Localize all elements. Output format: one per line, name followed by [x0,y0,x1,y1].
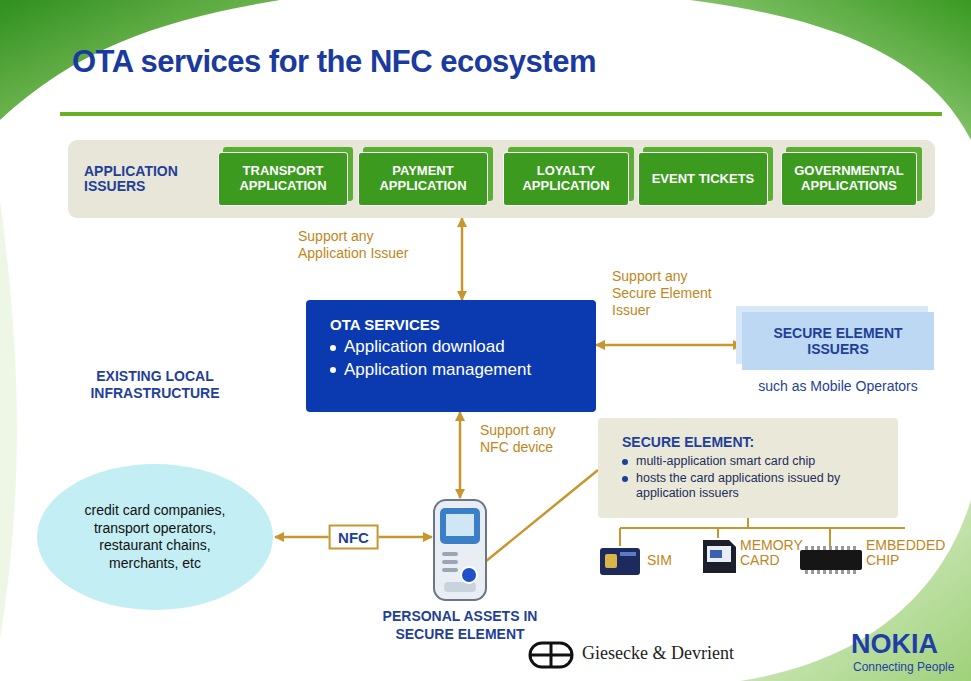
memory-card-icon [703,540,736,573]
chip-label: EMBEDDED CHIP [866,538,962,569]
corner-swoosh [690,0,971,140]
edge-label: Support any Application Issuer [298,228,438,262]
embedded-chip-icon [800,546,862,574]
secure-element-dot [461,567,477,583]
box-heading: SECURE ELEMENT ISSUERS [752,325,924,357]
application-box: GOVERNMENTAL APPLICATIONS [781,152,917,206]
box-caption: such as Mobile Operators [742,378,934,394]
edge-label: NFC [328,525,379,550]
connector [596,344,742,347]
connector [459,412,462,498]
company-name: Giesecke & Devrient [582,644,752,664]
bullet-dot [622,476,628,482]
sim-icon [600,548,640,575]
box-heading: OTA SERVICES [330,316,572,334]
application-name: TRANSPORT APPLICATION [225,164,341,193]
application-name: GOVERNMENTAL APPLICATIONS [788,164,910,193]
application-name: EVENT TICKETS [652,172,755,187]
bullet-text: Application download [344,337,505,358]
secure-element-box: SECURE ELEMENT: multi-application smart c… [598,418,898,518]
company-slogan: Connecting People [853,661,963,674]
phone-figure: PERSONAL ASSETS IN SECURE ELEMENT [370,498,550,643]
bullet-text: multi-application smart card chip [636,454,815,469]
ellipse-heading: EXISTING LOCAL INFRASTRUCTURE [70,368,240,402]
edge-label: Support any Secure Element Issuer [612,268,732,318]
connector [469,470,598,575]
chip-label: MEMORY CARD [740,538,802,569]
infrastructure-ellipse: EXISTING LOCAL INFRASTRUCTURE credit card… [30,368,280,618]
company-logo: NOKIA [851,630,961,660]
application-name: LOYALTY APPLICATION [510,164,622,193]
slide-title: OTA services for the NFC ecosystem [72,44,596,80]
chip-label: SIM [647,553,687,568]
box-heading: SECURE ELEMENT: [622,434,874,451]
gd-logo-mark [530,643,572,667]
issuer-band: APPLICATION ISSUERS TRANSPORT APPLICATION… [68,140,935,218]
application-name: PAYMENT APPLICATION [365,164,481,193]
connector [461,218,464,300]
bullet-text: hosts the card applications issued by ap… [636,471,874,502]
issuer-stack: SECURE ELEMENT ISSUERS [742,312,934,370]
bullet-dot [622,459,628,465]
title-rule [60,112,942,116]
issuer-box: SECURE ELEMENT ISSUERS such as Mobile Ope… [742,312,934,394]
bullet-dot [330,367,336,373]
edge-label: Support any NFC device [480,422,580,456]
bullet-text: Application management [344,360,531,381]
application-box: TRANSPORT APPLICATION [218,152,348,206]
side-swoosh [0,200,17,640]
bullet-dot [330,345,336,351]
ellipse-text: credit card companies, transport operato… [80,502,230,572]
band-heading: APPLICATION ISSUERS [84,164,209,195]
phone-caption: PERSONAL ASSETS IN SECURE ELEMENT [370,608,550,643]
application-box: PAYMENT APPLICATION [358,152,488,206]
application-box: LOYALTY APPLICATION [503,152,629,206]
application-box: EVENT TICKETS [638,152,768,206]
phone-outline [432,498,488,602]
ota-box: OTA SERVICES Application downloadApplicat… [306,300,596,412]
